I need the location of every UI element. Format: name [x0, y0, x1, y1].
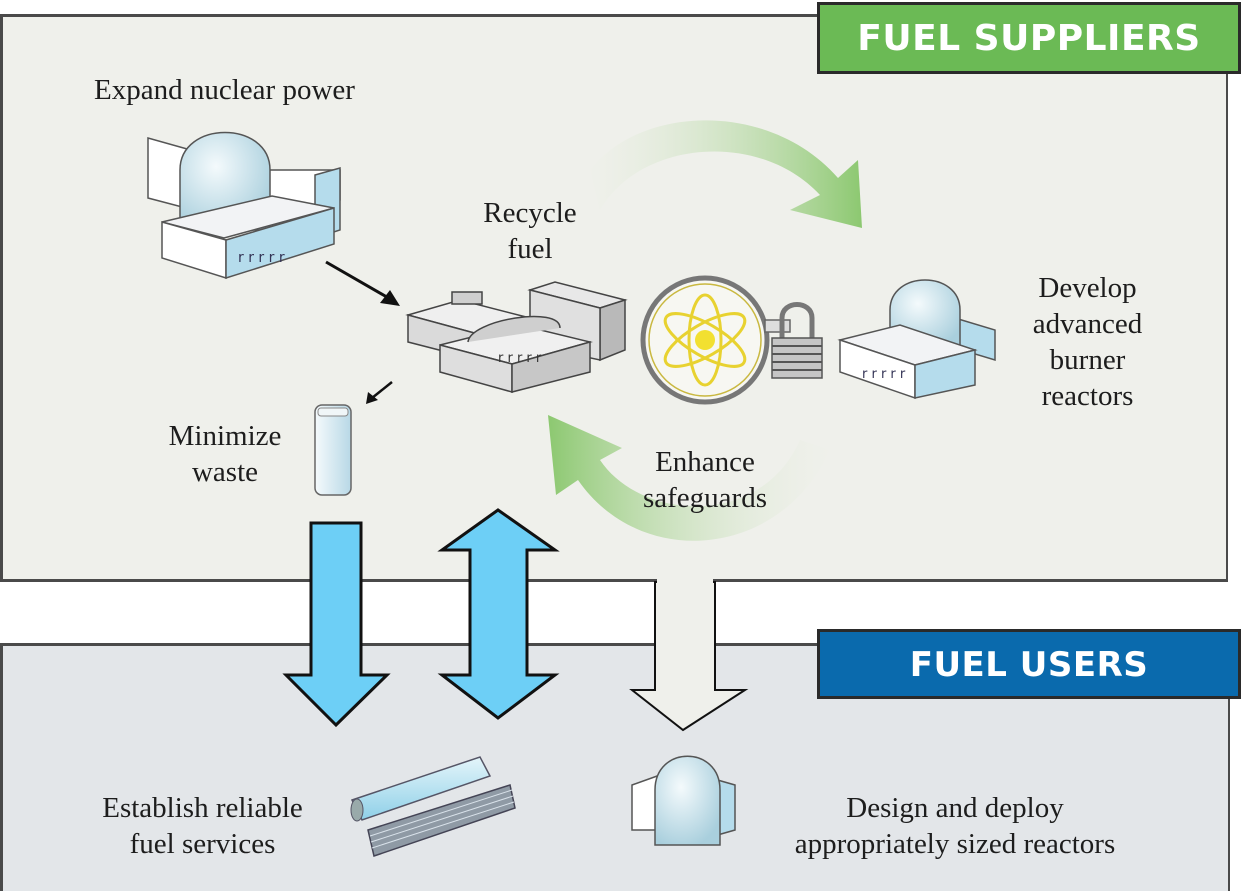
- label-enhance-safeguards: Enhance safeguards: [642, 446, 767, 514]
- svg-text:r r r r r: r r r r r: [238, 250, 285, 266]
- recycling-plant-icon: r r r r r: [405, 281, 628, 393]
- double-arrow-exchange: [437, 508, 560, 720]
- down-arrow-reactor-design: [629, 576, 749, 732]
- down-arrow-supply: [282, 521, 391, 728]
- reactor-building-icon: r r r r r: [147, 131, 341, 280]
- label-design-deploy-reactors: Design and deploy appropriately sized re…: [794, 792, 1116, 860]
- svg-text:r r r r r: r r r r r: [862, 367, 906, 382]
- flow-arrow-to-recycle: [325, 260, 400, 306]
- label-minimize-waste: Minimize waste: [168, 420, 282, 488]
- atom-lock-safeguard-icon: [640, 275, 823, 405]
- small-reactor-icon: [631, 755, 736, 846]
- label-develop-burner-reactors: Develop advanced burner reactors: [1032, 272, 1143, 412]
- label-expand-nuclear-power: Expand nuclear power: [94, 74, 355, 106]
- burner-reactor-icon: r r r r r: [837, 279, 996, 400]
- label-establish-fuel-services: Establish reliable fuel services: [102, 792, 303, 860]
- cycle-arrow-top: [590, 120, 862, 228]
- flow-arrow-to-waste: [366, 381, 393, 404]
- fuel-rod-assembly-icon: [350, 756, 516, 857]
- cycle-arrow-bottom: [548, 415, 830, 541]
- fuel-suppliers-banner: FUEL SUPPLIERS: [817, 2, 1241, 74]
- svg-text:r r r r r: r r r r r: [498, 351, 542, 366]
- fuel-users-banner: FUEL USERS: [817, 629, 1241, 699]
- waste-canister-icon: [314, 404, 352, 496]
- label-recycle-fuel: Recycle fuel: [483, 197, 577, 265]
